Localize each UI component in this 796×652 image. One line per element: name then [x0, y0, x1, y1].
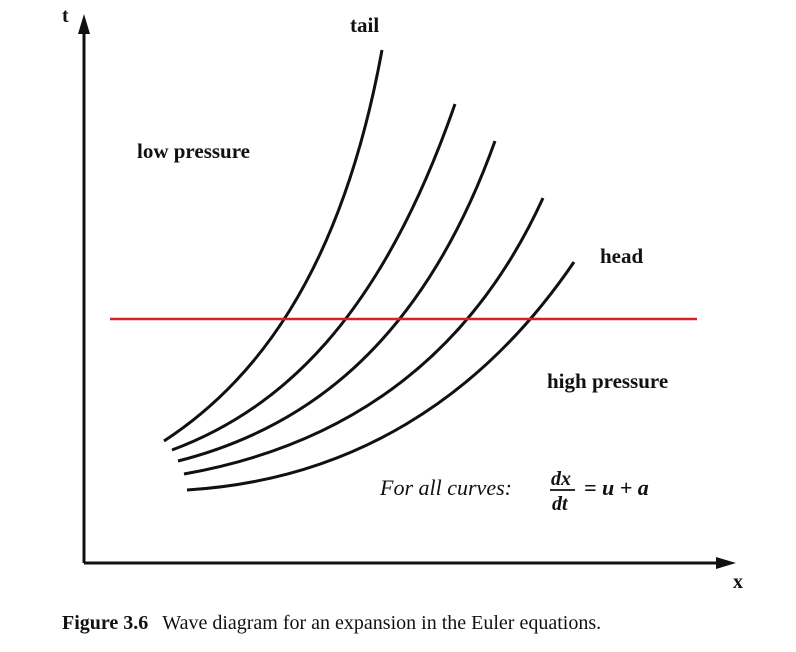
characteristic-curve-4 [183, 197, 545, 476]
formula-denominator: dt [552, 493, 569, 515]
caption-number: Figure 3.6 [62, 612, 149, 634]
x-axis-label: x [733, 571, 743, 593]
caption-text: Wave diagram for an expansion in the Eul… [162, 612, 602, 634]
characteristic-curve-head [186, 261, 576, 492]
t-axis-label: t [62, 5, 69, 27]
characteristic-curve-2 [171, 103, 457, 452]
x-axis-arrowhead [716, 557, 736, 569]
tail-label: tail [350, 13, 379, 37]
formula-rhs: = u + a [584, 475, 649, 500]
characteristic-curve-3 [177, 140, 497, 463]
wave-diagram: t x tail head low pressure high pressure… [62, 5, 743, 593]
characteristic-curve-tail [163, 49, 384, 443]
low-pressure-label: low pressure [137, 139, 250, 163]
formula: For all curves: dx dt = u + a [379, 468, 649, 515]
figure-caption: Figure 3.6 Wave diagram for an expansion … [62, 612, 601, 635]
formula-numerator: dx [551, 468, 571, 490]
formula-prefix: For all curves: [379, 475, 512, 500]
t-axis-arrowhead [78, 14, 90, 34]
head-label: head [600, 244, 644, 268]
high-pressure-label: high pressure [547, 369, 668, 393]
